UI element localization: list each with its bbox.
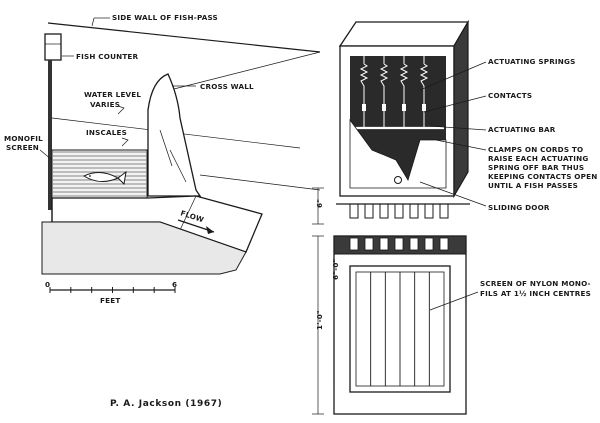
label-actuating-bar: ACTUATING BAR (488, 125, 556, 134)
spring-coil (359, 63, 369, 128)
cross-wall (147, 73, 202, 197)
scale-ticks (49, 287, 176, 293)
contact-block (422, 104, 426, 111)
label-clamps-5: UNTIL A FISH PASSES (488, 181, 578, 190)
wall-perspective-line (169, 51, 321, 91)
cross-wall-texture (169, 149, 187, 183)
label-clamps-1: CLAMPS ON CORDS TO (488, 145, 583, 154)
label-clamps-2: RAISE EACH ACTUATING (488, 154, 588, 163)
door-notch (424, 203, 434, 219)
label-screen-1: SCREEN OF NYLON MONO- (480, 279, 591, 288)
door-leader (419, 181, 487, 207)
base-ground (41, 221, 247, 275)
door-notch (409, 203, 419, 219)
upper-box-side (453, 19, 469, 199)
rim-notch (379, 237, 389, 251)
bar-leader (429, 125, 487, 131)
label-contacts: CONTACTS (488, 91, 532, 100)
scale-bar: 0 6 FEET (45, 280, 177, 305)
label-water-level: WATER LEVEL (84, 90, 141, 99)
cross-wall-texture-2 (159, 129, 173, 167)
scale-end: 6 (172, 280, 177, 289)
rim-notch (439, 237, 449, 251)
scale-unit: FEET (100, 296, 120, 305)
rim-notch (424, 237, 434, 251)
contact-block (382, 104, 386, 111)
label-sliding-door: SLIDING DOOR (488, 203, 550, 212)
dim-upper-label: 6" (315, 199, 324, 208)
rim-notches (349, 237, 449, 251)
inscales-leader (121, 137, 129, 147)
door-notch (439, 203, 449, 219)
dim-lower-label: 1'-0" (315, 310, 324, 330)
clamps-leader (435, 139, 487, 151)
fish-pass-section: SIDE WALL OF FISH-PASS FISH COUNTER WATE… (4, 13, 321, 305)
rim-notch (394, 237, 404, 251)
upper-box-top (338, 21, 470, 47)
spring-coil (419, 63, 429, 128)
label-screen: SCREEN (6, 143, 39, 152)
label-screen-2: FILS AT 1½ INCH CENTRES (480, 289, 591, 298)
label-fish-counter: FISH COUNTER (76, 52, 139, 61)
sliding-door-knob (394, 176, 402, 184)
flow-arrow-head (206, 226, 214, 234)
back-water-line (199, 174, 321, 191)
contact-block (362, 104, 366, 111)
nylon-monofilaments (370, 272, 430, 386)
channel-edge (179, 195, 197, 231)
label-varies: VARIES (90, 100, 120, 109)
label-inscales: INSCALES (86, 128, 127, 137)
rim-notch (364, 237, 374, 251)
dim-inner-label: 6"-0" (331, 258, 340, 280)
water-level-leader (117, 105, 125, 115)
label-clamps-4: KEEPING CONTACTS OPEN (488, 172, 597, 181)
door-notch (364, 203, 374, 219)
door-notch (349, 203, 359, 219)
side-wall-edge (47, 22, 321, 53)
monofil-leader (39, 149, 53, 161)
fish-counter-box (44, 33, 62, 61)
counter-cable (48, 60, 52, 210)
screen-leader (429, 291, 479, 311)
contacts-leader (423, 95, 487, 113)
scale-start: 0 (45, 280, 50, 289)
rim-notch (409, 237, 419, 251)
label-actuating-springs: ACTUATING SPRINGS (488, 57, 576, 66)
label-side-wall: SIDE WALL OF FISH-PASS (112, 13, 218, 22)
label-cross-wall: CROSS WALL (200, 82, 254, 91)
spring-coil (379, 63, 389, 128)
springs-leader (419, 61, 487, 91)
fish-icon (82, 170, 127, 186)
rim-notch (349, 237, 359, 251)
label-clamps-3: SPRING OFF BAR THUS (488, 163, 584, 172)
spring-coil (399, 63, 409, 128)
door-notch (379, 203, 389, 219)
side-wall-leader-2 (91, 17, 95, 27)
contact-block (402, 104, 406, 111)
counter-unit-detail: 6" 1'-0" 6"-0" ACTUATING SPRINGS CONTACT… (312, 19, 597, 415)
door-notch (394, 203, 404, 219)
cutaway-panel (349, 118, 447, 189)
label-monofil: MONOFIL (4, 134, 43, 143)
upper-box-interior (350, 56, 446, 180)
door-notches (336, 203, 470, 219)
actuating-springs (359, 56, 429, 128)
figure-caption: P. A. Jackson (1967) (110, 399, 222, 409)
